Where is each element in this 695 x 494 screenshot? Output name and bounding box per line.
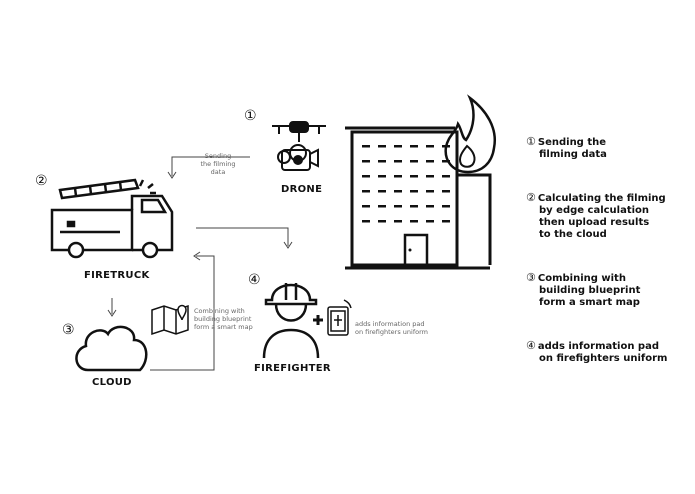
building-window xyxy=(378,175,386,178)
building-window xyxy=(362,220,370,223)
step-number-3: ③ xyxy=(62,322,75,338)
building-icon xyxy=(345,126,492,270)
arrowhead-truck-firefighter xyxy=(283,241,293,249)
building-window xyxy=(442,175,450,178)
building-window xyxy=(378,220,386,223)
building-window xyxy=(362,160,370,163)
arrowhead-cloud-up xyxy=(193,251,201,261)
building-window xyxy=(394,220,402,223)
cloud-label: CLOUD xyxy=(92,377,132,388)
building-window xyxy=(426,205,434,208)
step-number-2: ② xyxy=(35,173,48,189)
building-window xyxy=(442,220,450,223)
cloud-icon xyxy=(75,325,148,372)
building-window xyxy=(410,220,418,223)
info-pad-icon xyxy=(327,299,352,336)
building-window xyxy=(410,145,418,148)
map-icon xyxy=(151,304,189,336)
building-window xyxy=(394,160,402,163)
building-window xyxy=(442,205,450,208)
annotation-adds: adds information pad on firefighters uni… xyxy=(355,320,428,336)
building-window xyxy=(426,220,434,223)
step-number-1: ① xyxy=(244,108,257,124)
firetruck-icon xyxy=(50,178,174,259)
building-window xyxy=(362,190,370,193)
building-window xyxy=(378,205,386,208)
building-window xyxy=(442,160,450,163)
building-window xyxy=(394,205,402,208)
building-window xyxy=(410,175,418,178)
building-window xyxy=(426,175,434,178)
flame-inner-icon xyxy=(458,144,476,168)
building-window xyxy=(362,145,370,148)
connector-cloud-up xyxy=(150,255,215,371)
plus-icon xyxy=(313,315,323,325)
flame-icon xyxy=(444,94,497,174)
arrowhead-truck-cloud xyxy=(107,309,117,317)
building-window xyxy=(362,175,370,178)
connector-truck-firefighter xyxy=(196,227,289,246)
building-window xyxy=(426,145,434,148)
connector-sending xyxy=(171,156,250,176)
firetruck-label: FIRETRUCK xyxy=(84,270,150,281)
building-window xyxy=(378,160,386,163)
building-window xyxy=(410,160,418,163)
drone-label: DRONE xyxy=(281,184,323,195)
building-window xyxy=(426,190,434,193)
building-window xyxy=(378,145,386,148)
step-number-4: ④ xyxy=(248,272,261,288)
firefighter-label: FIREFIGHTER xyxy=(254,363,331,374)
building-window xyxy=(426,160,434,163)
building-window xyxy=(394,175,402,178)
drone-icon xyxy=(272,121,326,171)
arrowhead-sending xyxy=(167,171,177,179)
building-window xyxy=(442,190,450,193)
annotation-combining: Combining with building blueprint form a… xyxy=(194,307,253,331)
building-window xyxy=(394,190,402,193)
building-window xyxy=(378,190,386,193)
building-window xyxy=(410,205,418,208)
building-window xyxy=(394,145,402,148)
building-window xyxy=(410,190,418,193)
annotation-sending: Sending the filming data xyxy=(200,152,236,176)
firefighter-icon xyxy=(262,283,320,359)
building-window xyxy=(362,205,370,208)
